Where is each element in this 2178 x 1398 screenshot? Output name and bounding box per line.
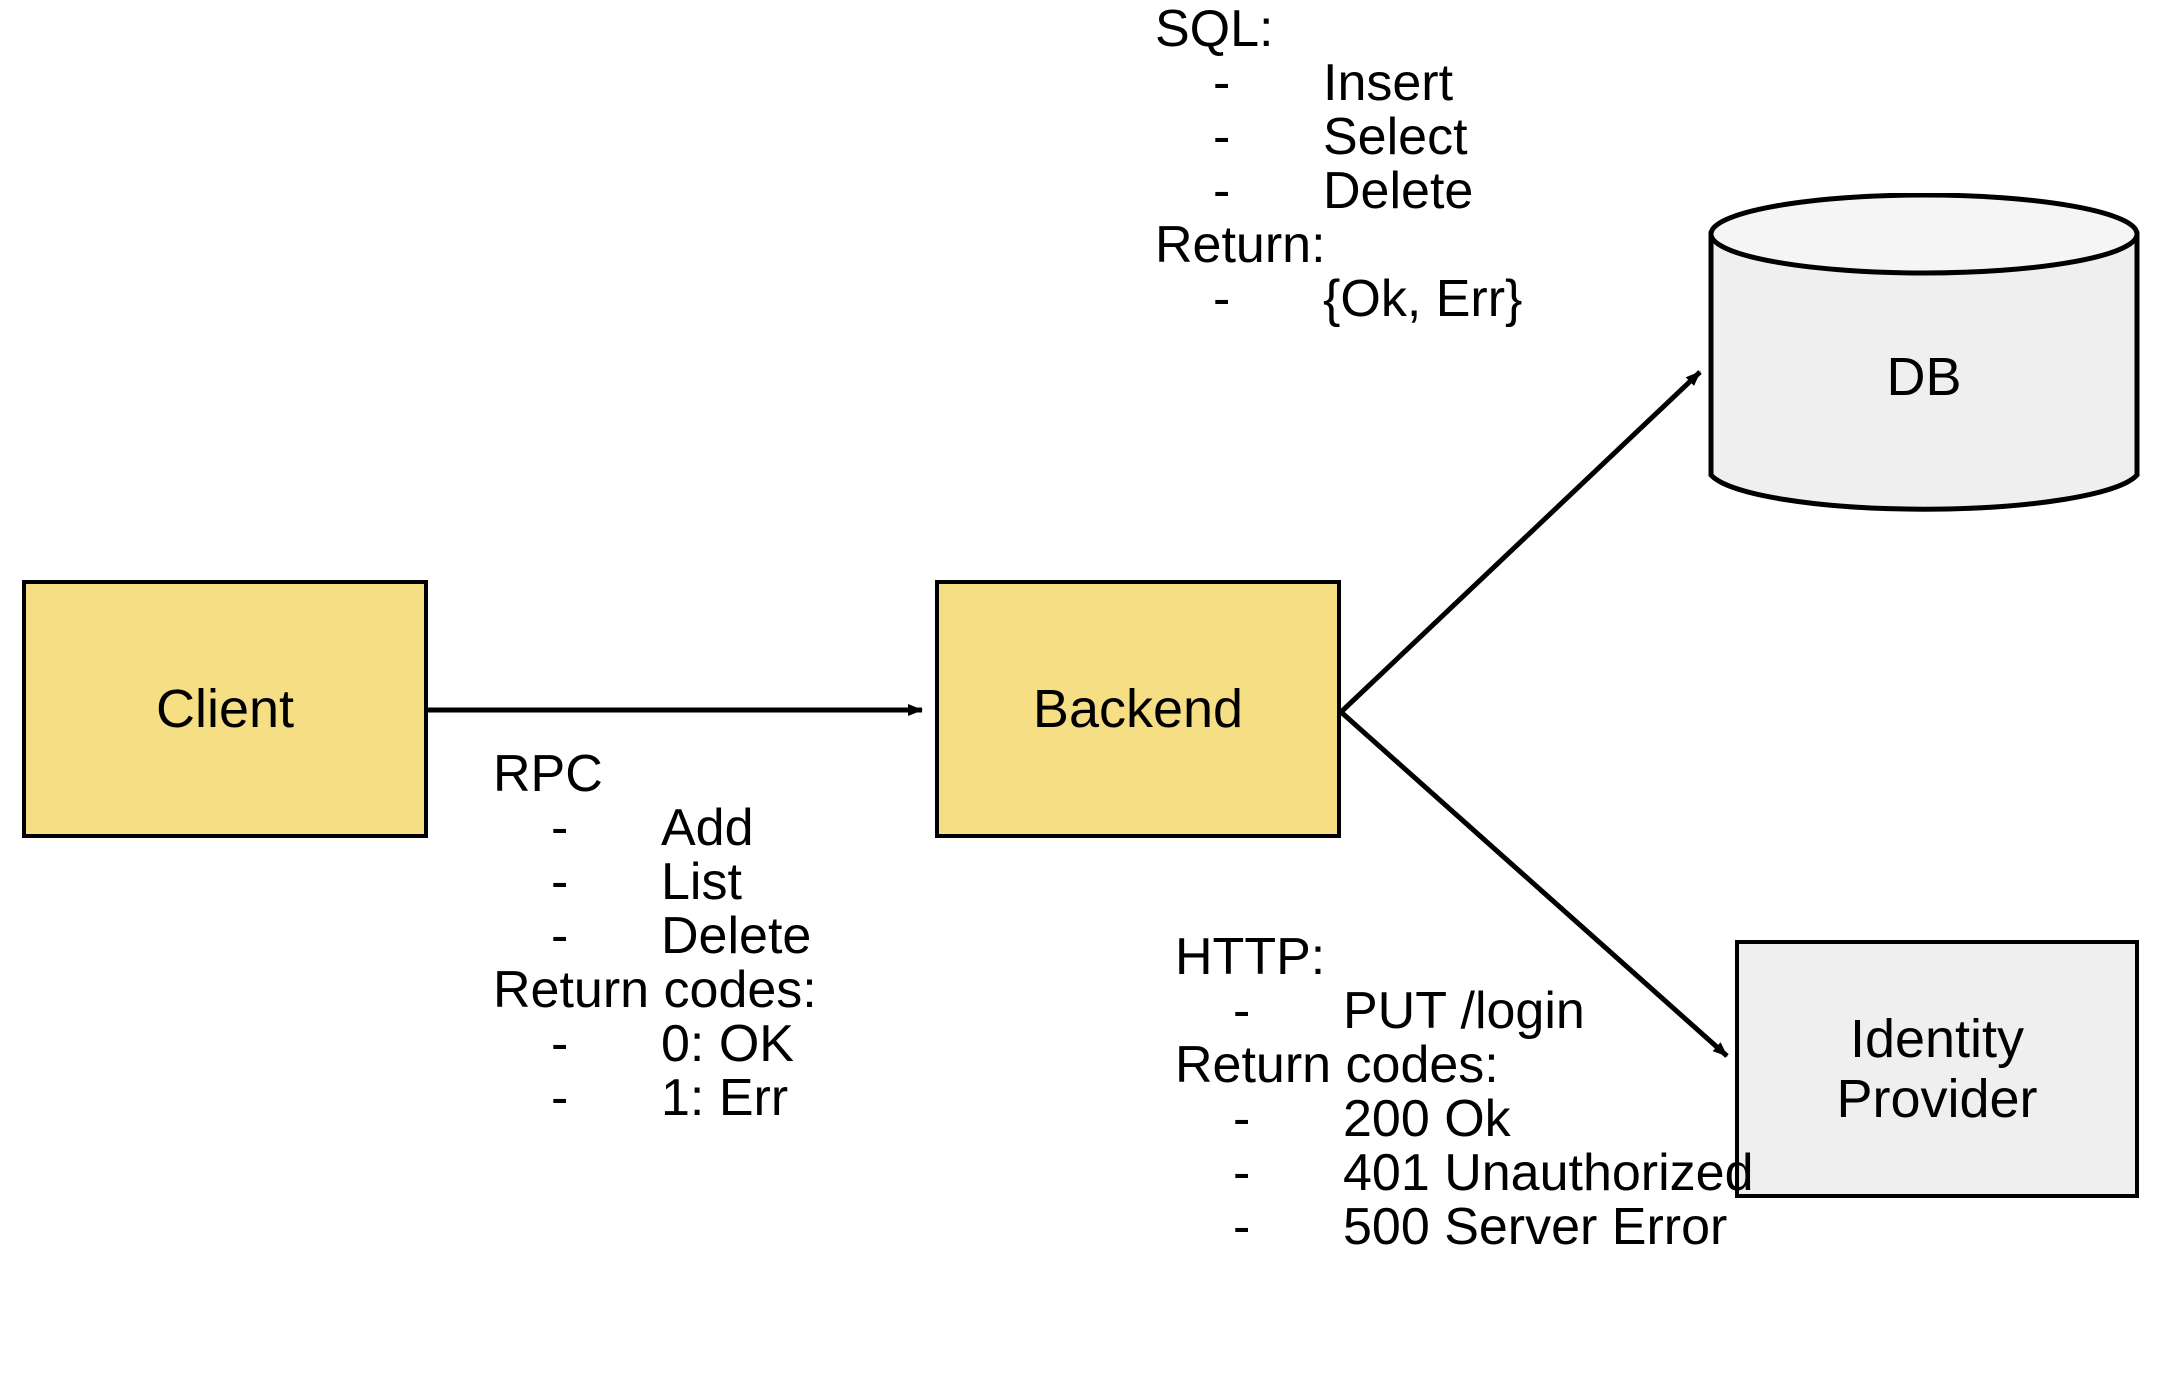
node-identity-provider-label: Identity Provider [1836,1008,2038,1129]
bullet-dash: - [551,1015,569,1073]
annotation-sql-return-item-text: {Ok, Err} [1323,270,1523,328]
annotation-sql-header: SQL: [1155,0,1274,58]
annotation-rpc-return-item-ok-text: 0: OK [661,1015,794,1073]
annotation-http-return-item-401-text: 401 Unauthorized [1343,1144,1754,1202]
annotation-sql-return-header: Return: [1155,216,1326,274]
annotation-http-return-item-500: - 500 Server Error [1175,1200,1754,1254]
annotation-rpc-item-add: - Add [493,801,817,855]
annotation-http-header: HTTP: [1175,928,1326,986]
bullet-dash: - [1213,108,1231,166]
bullet-dash: - [1233,1090,1251,1148]
annotation-rpc-return-header: Return codes: [493,961,817,1019]
annotation-sql-item-delete-text: Delete [1323,162,1474,220]
annotation-http-return-item-200: - 200 Ok [1175,1092,1754,1146]
bullet-dash: - [551,907,569,965]
node-client-label: Client [155,678,295,739]
annotation-rpc-item-add-text: Add [661,799,754,857]
annotation-rpc-item-delete-text: Delete [661,907,812,965]
annotation-sql-item-select-text: Select [1323,108,1468,166]
annotation-http-return-header: Return codes: [1175,1036,1499,1094]
annotation-sql-item-insert-text: Insert [1323,54,1454,112]
bullet-dash: - [1233,1198,1251,1256]
annotation-http: HTTP: -PUT /login Return codes: -200 Ok … [1175,930,1754,1254]
database-cylinder-icon [1708,193,2140,512]
annotation-rpc: RPC - Add - List - Delete Return codes: - 0:… [493,747,817,1125]
node-backend-label: Backend [1032,678,1244,739]
annotation-http-return-item-500-text: 500 Server Error [1343,1198,1728,1256]
annotation-sql-item-select: - Select [1155,110,1522,164]
node-db[interactable]: DB [1708,193,2140,513]
bullet-dash: - [551,853,569,911]
bullet-dash: - [1233,1144,1251,1202]
annotation-sql: SQL: - Insert - Select - Delete Return: - {O… [1155,2,1522,326]
annotation-rpc-return-item-err-text: 1: Err [661,1069,789,1127]
node-client[interactable]: Client [22,580,428,838]
bullet-dash: - [1213,162,1231,220]
annotation-rpc-return-item-err: - 1: Err [493,1071,817,1125]
annotation-http-return-item-200-text: 200 Ok [1343,1090,1511,1148]
annotation-sql-item-delete: - Delete [1155,164,1522,218]
bullet-dash: - [1213,54,1231,112]
annotation-sql-item-insert: - Insert [1155,56,1522,110]
annotation-rpc-header: RPC [493,745,603,803]
node-identity-provider[interactable]: Identity Provider [1735,940,2139,1198]
annotation-rpc-item-delete: - Delete [493,909,817,963]
bullet-dash: - [551,799,569,857]
node-db-label: DB [1886,346,1962,407]
bullet-dash: - [1213,270,1231,328]
annotation-rpc-item-list: - List [493,855,817,909]
edge-backend-to-db [1339,370,1702,714]
annotation-http-item-put-login-text: PUT /login [1343,982,1585,1040]
annotation-http-item-put-login: - PUT /login [1175,984,1754,1038]
bullet-dash: - [1233,982,1251,1040]
annotation-rpc-item-list-text: List [661,853,742,911]
annotation-http-return-item-401: - 401 Unauthorized [1175,1146,1754,1200]
bullet-dash: - [551,1069,569,1127]
annotation-rpc-return-item-ok: - 0: OK [493,1017,817,1071]
annotation-sql-return-item: - {Ok, Err} [1155,272,1522,326]
node-backend[interactable]: Backend [935,580,1341,838]
